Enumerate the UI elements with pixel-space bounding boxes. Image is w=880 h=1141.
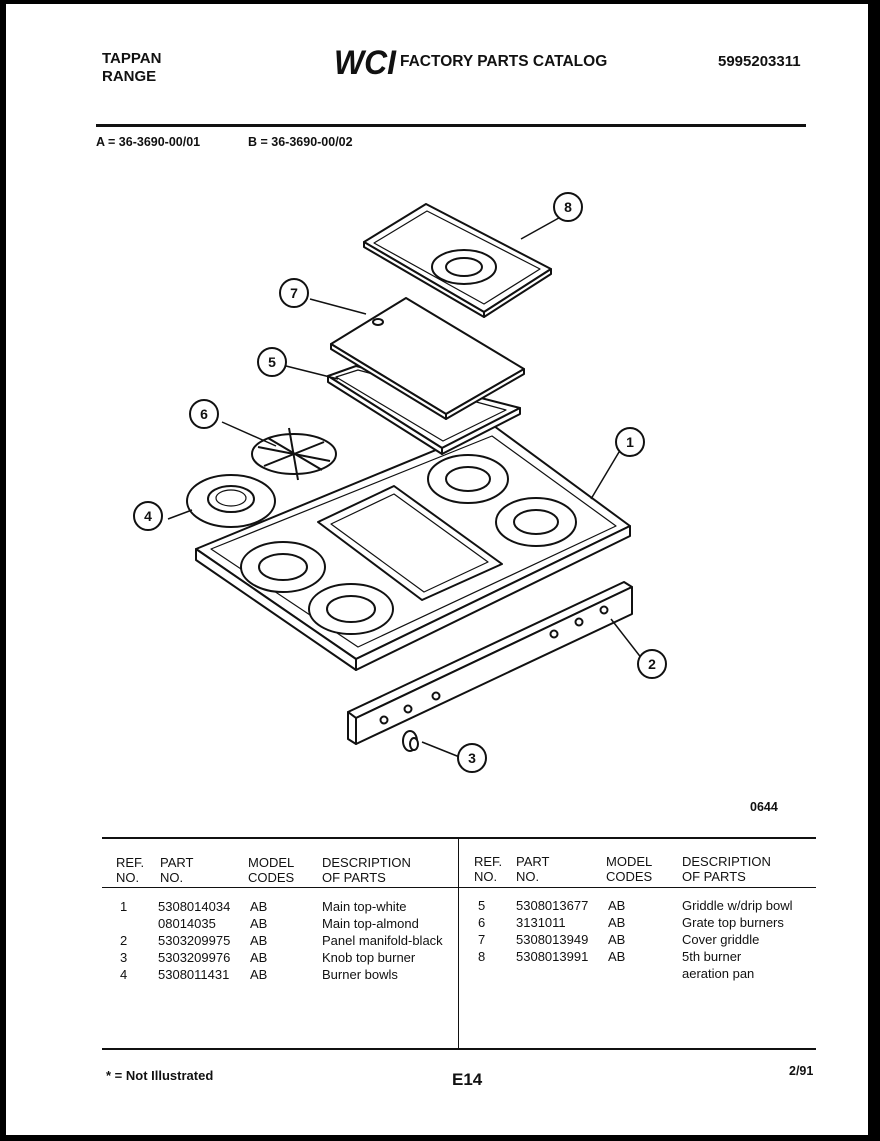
burner-bowl-part [186, 474, 276, 528]
model-code-b: B = 36-3690-00/02 [248, 135, 353, 149]
catalog-title: FACTORY PARTS CATALOG [400, 53, 608, 70]
svg-text:6: 6 [200, 406, 208, 422]
col-ref-header: REF.NO. [116, 855, 145, 885]
cover-griddle-part [330, 297, 525, 420]
main-top-part [195, 425, 631, 671]
burner-grate-part [251, 427, 337, 481]
exploded-parts-diagram: 1 2 3 4 5 6 7 8 [133, 192, 667, 773]
manifold-panel-part [347, 581, 633, 745]
page-number: E14 [452, 1070, 483, 1089]
brand-name: TAPPAN [102, 50, 162, 67]
col-ref-header: REF.NO. [474, 854, 503, 884]
svg-text:WCI: WCI [334, 44, 397, 78]
svg-text:8: 8 [564, 199, 572, 215]
header-rule [96, 124, 806, 127]
svg-text:5: 5 [268, 354, 276, 370]
revision-date: 2/91 [789, 1064, 814, 1078]
callout-group: 1 2 3 4 5 6 7 8 [133, 192, 667, 773]
not-illustrated-note: * = Not Illustrated [106, 1068, 214, 1083]
knob-part [402, 730, 419, 752]
wci-logo: WCI [332, 44, 398, 82]
model-code-a: A = 36-3690-00/01 [96, 135, 201, 149]
drawing-number: 0644 [750, 800, 778, 814]
svg-text:3: 3 [468, 750, 476, 766]
product-name: RANGE [102, 68, 157, 85]
catalog-number: 5995203311 [718, 53, 801, 70]
svg-text:1: 1 [626, 434, 634, 450]
aeration-pan-part [363, 203, 552, 318]
callout-3: 3 [457, 743, 487, 773]
svg-text:2: 2 [648, 656, 656, 672]
svg-text:7: 7 [290, 285, 298, 301]
griddle-part [327, 365, 521, 455]
table-bottom-rule [102, 1048, 816, 1050]
callout-4: 4 [133, 501, 163, 531]
callout-8: 8 [553, 192, 583, 222]
table-header-rule [102, 887, 816, 888]
svg-text:4: 4 [144, 508, 152, 524]
callout-2: 2 [637, 649, 667, 679]
table-top-rule [102, 837, 816, 839]
callout-5: 5 [257, 347, 287, 377]
table-divider [458, 839, 459, 1049]
callout-6: 6 [189, 399, 219, 429]
callout-7: 7 [279, 278, 309, 308]
callout-1: 1 [615, 427, 645, 457]
catalog-sheet: TAPPAN RANGE WCI FACTORY PARTS CATALOG 5… [6, 4, 868, 1135]
